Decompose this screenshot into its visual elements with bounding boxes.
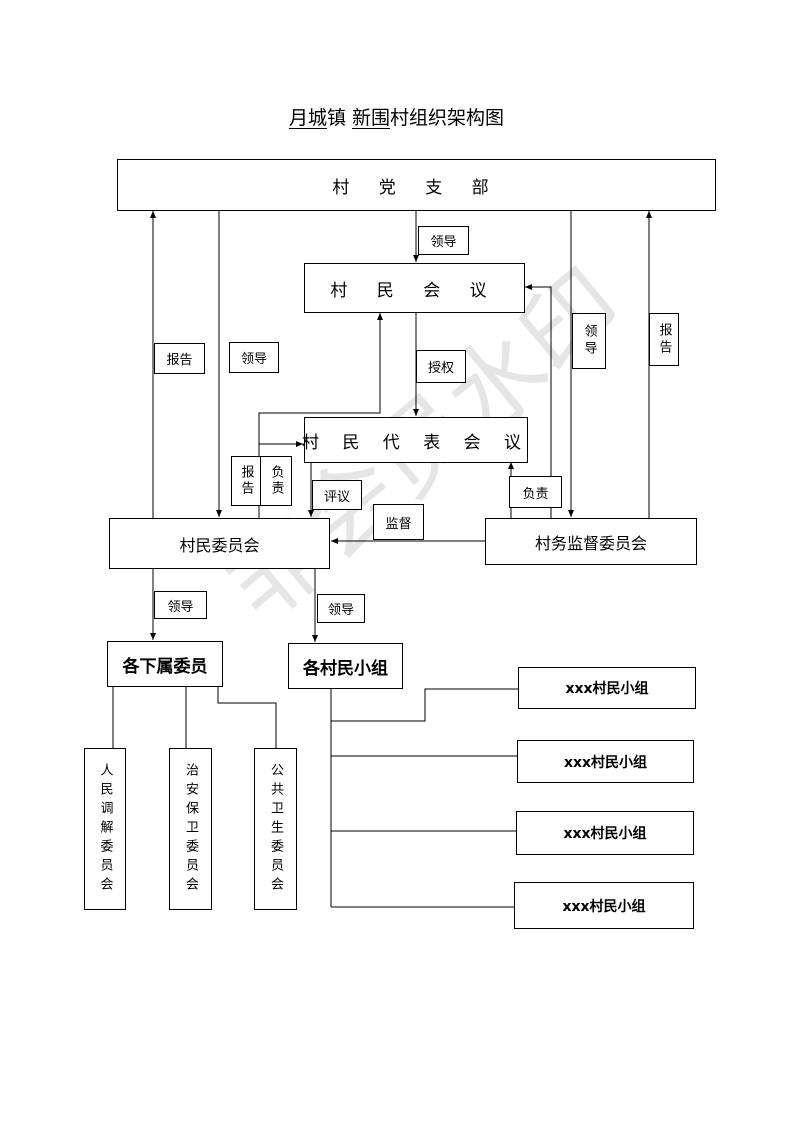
label-review: 评议 xyxy=(312,480,362,510)
label-lead-text: 领导 xyxy=(581,324,597,358)
label-lead-text: 领导 xyxy=(327,603,354,618)
label-responsible: 负责 xyxy=(260,456,292,506)
label-report-text: 报告 xyxy=(238,465,254,497)
representatives-meeting-node: 村 民 代 表 会 议 xyxy=(301,417,531,463)
title-town: 月城 xyxy=(288,107,327,129)
subordinate-committees-node: 各下属委员 xyxy=(107,641,223,687)
label-responsible: 负责 xyxy=(509,476,562,508)
supervision-committee-label: 村务监督委员会 xyxy=(534,533,647,553)
health-committee-node: 公共卫生委员会 xyxy=(254,748,297,910)
label-report-text: 报告 xyxy=(166,353,193,368)
villagers-committee-label: 村民委员会 xyxy=(179,535,260,555)
security-committee-node: 治安保卫委员会 xyxy=(169,748,212,910)
label-lead: 领导 xyxy=(572,313,606,369)
village-group-node: xxx村民小组 xyxy=(514,882,694,929)
label-supervise: 监督 xyxy=(373,504,424,540)
representatives-meeting-label: 村 民 代 表 会 议 xyxy=(301,432,531,453)
label-authorize-text: 授权 xyxy=(427,361,454,376)
label-responsible-text: 负责 xyxy=(522,486,549,502)
title-town-suffix: 镇 xyxy=(326,107,346,129)
village-group-node: xxx村民小组 xyxy=(518,667,696,709)
village-group-label: xxx村民小组 xyxy=(563,754,648,771)
village-group-node: xxx村民小组 xyxy=(517,740,694,783)
village-group-node: xxx村民小组 xyxy=(516,811,694,855)
label-lead-text: 领导 xyxy=(240,352,267,367)
label-review-text: 评议 xyxy=(323,489,350,505)
label-supervise-text: 监督 xyxy=(385,516,412,532)
village-groups-node: 各村民小组 xyxy=(288,643,403,689)
label-report-text: 报告 xyxy=(656,322,672,357)
label-lead-text: 领导 xyxy=(430,235,457,250)
label-lead: 领导 xyxy=(229,342,279,373)
supervision-committee-node: 村务监督委员会 xyxy=(485,518,697,565)
security-committee-label: 治安保卫委员会 xyxy=(183,762,198,896)
village-groups-label: 各村民小组 xyxy=(303,658,388,679)
title-suffix: 村组织架构图 xyxy=(390,107,505,129)
villagers-meeting-label: 村 民 会 议 xyxy=(330,280,499,301)
subordinate-committees-label: 各下属委员 xyxy=(122,656,208,677)
party-branch-label: 村 党 支 部 xyxy=(332,177,501,198)
village-group-label: xxx村民小组 xyxy=(565,681,649,697)
label-report: 报告 xyxy=(231,456,261,506)
label-lead: 领导 xyxy=(317,594,365,623)
label-authorize: 授权 xyxy=(416,350,466,383)
village-group-label: xxx村民小组 xyxy=(562,898,646,915)
label-report: 报告 xyxy=(649,313,679,366)
title-village: 新围 xyxy=(352,107,391,129)
health-committee-label: 公共卫生委员会 xyxy=(268,762,283,896)
page-title: 月城镇 新围村组织架构图 xyxy=(0,103,793,130)
label-lead: 领导 xyxy=(418,226,469,255)
village-group-label: xxx村民小组 xyxy=(563,826,647,842)
label-responsible-text: 负责 xyxy=(268,465,284,497)
villagers-meeting-node: 村 民 会 议 xyxy=(304,263,525,313)
label-lead-text: 领导 xyxy=(167,599,194,615)
mediation-committee-node: 人民调解委员会 xyxy=(84,748,126,910)
party-branch-node: 村 党 支 部 xyxy=(117,159,716,211)
villagers-committee-node: 村民委员会 xyxy=(109,518,330,569)
mediation-committee-label: 人民调解委员会 xyxy=(97,762,113,896)
label-report: 报告 xyxy=(154,343,205,374)
label-lead: 领导 xyxy=(154,591,207,619)
